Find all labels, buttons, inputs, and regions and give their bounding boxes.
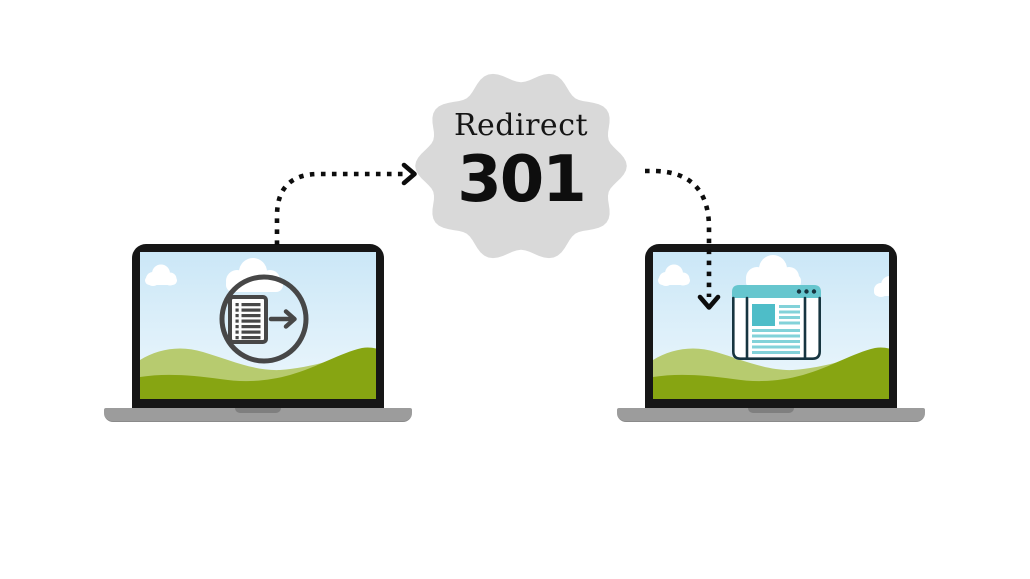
- cloud-icon: [874, 276, 889, 297]
- destination-laptop-screen: [653, 252, 889, 399]
- browser-header-bar: [732, 285, 821, 298]
- newspaper-outline: [732, 296, 821, 360]
- cloud-icon: [226, 258, 283, 292]
- browser-page-icon: [732, 285, 821, 360]
- arrow-source-to-badge: [274, 162, 417, 245]
- destination-laptop-notch: [748, 408, 794, 413]
- destination-laptop: [645, 244, 897, 408]
- badge-scalloped-shape: [415, 73, 627, 259]
- badge-code: 301: [457, 143, 587, 217]
- source-laptop-base: [104, 408, 412, 422]
- source-laptop: [132, 244, 384, 408]
- redirect-badge: [415, 73, 627, 259]
- hill-dark: [653, 347, 889, 399]
- browser-dots-icon: [796, 289, 817, 294]
- badge-title: Redirect: [453, 108, 589, 143]
- arrow-right-icon: [268, 309, 297, 329]
- hill-dark: [140, 347, 376, 399]
- source-laptop-screen: [140, 252, 376, 399]
- destination-laptop-base: [617, 408, 925, 422]
- cloud-icon: [145, 264, 177, 286]
- document-transfer-icon: [219, 274, 309, 364]
- source-laptop-notch: [235, 408, 281, 413]
